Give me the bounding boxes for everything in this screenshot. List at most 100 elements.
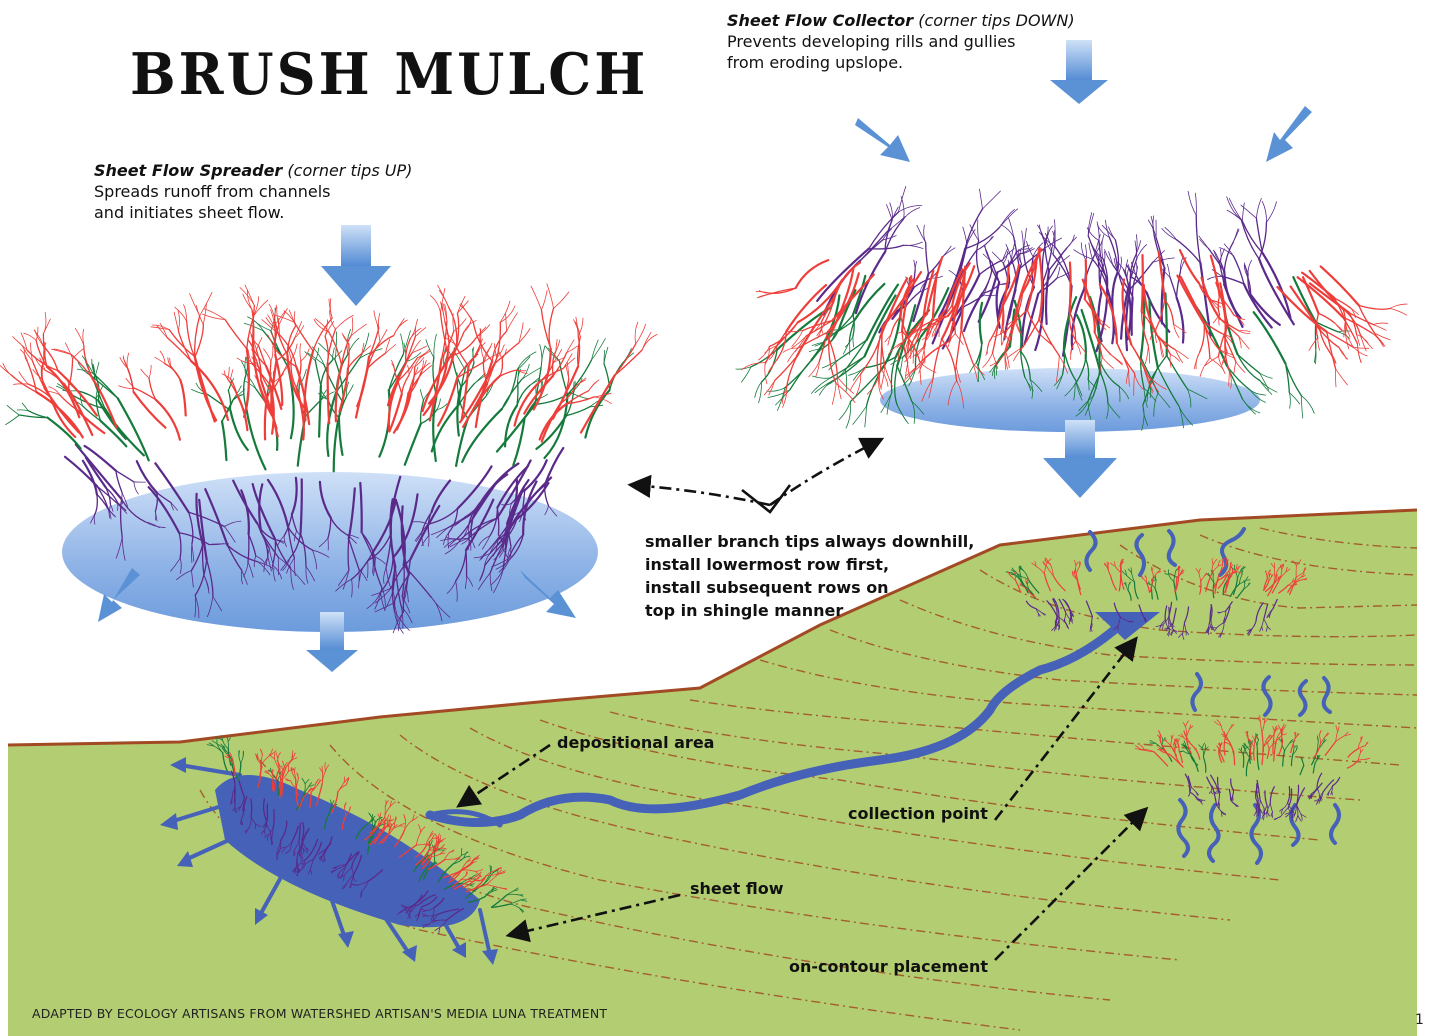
note-line2: install lowermost row first, (645, 553, 974, 576)
branch-stroke (1301, 395, 1303, 418)
branch-stroke (1274, 731, 1275, 740)
branch-stroke (1039, 250, 1042, 320)
branch-stroke (254, 300, 268, 316)
branch-stroke (1196, 352, 1200, 369)
branch-stroke (1373, 325, 1386, 331)
branch-stroke (846, 402, 851, 429)
branch-stroke (1373, 323, 1387, 325)
branch-stroke (1220, 249, 1221, 262)
branch-stroke (178, 331, 191, 361)
branch-stroke (178, 311, 180, 331)
branch-stroke (812, 378, 831, 394)
branch-stroke (65, 457, 97, 487)
branch-stroke (167, 337, 191, 361)
branch-stroke (1057, 267, 1060, 278)
branch-stroke (1336, 369, 1348, 385)
branch-stroke (1254, 747, 1255, 760)
spreader-heading: Sheet Flow Spreader (94, 161, 282, 180)
spreader-caption: Sheet Flow Spreader (corner tips UP) Spr… (94, 160, 412, 223)
branch-stroke (1375, 333, 1386, 346)
branch-stroke (926, 243, 929, 274)
branch-stroke (1188, 191, 1196, 215)
branch-stroke (420, 390, 423, 401)
branch-stroke (853, 368, 864, 381)
branch-stroke (275, 325, 276, 355)
label-on-contour-placement: on-contour placement (789, 956, 988, 977)
branch-stroke (1090, 627, 1091, 632)
branch-stroke (642, 332, 651, 350)
branch-stroke (853, 406, 867, 424)
branch-stroke (1390, 304, 1407, 308)
branch-stroke (1233, 230, 1239, 243)
branch-stroke (1132, 298, 1133, 335)
branch-stroke (1360, 334, 1372, 348)
branch-stroke (1210, 358, 1224, 370)
branch-stroke (1390, 309, 1407, 316)
page-title: BRUSH MULCH (130, 40, 648, 107)
branch-stroke (978, 220, 979, 241)
branch-stroke (348, 539, 349, 570)
branch-stroke (1309, 338, 1318, 351)
branch-stroke (1208, 276, 1222, 279)
branch-stroke (430, 296, 440, 313)
branch-stroke (885, 334, 891, 342)
branch-stroke (839, 402, 850, 420)
branch-stroke (1242, 203, 1244, 221)
branch-stroke (1229, 198, 1241, 219)
branch-stroke (31, 343, 33, 361)
branch-stroke (116, 471, 134, 482)
branch-stroke (330, 299, 332, 318)
branch-stroke (1330, 352, 1336, 363)
branch-stroke (457, 362, 484, 378)
branch-stroke (426, 340, 434, 358)
branch-stroke (1002, 330, 1007, 346)
branch-stroke (1199, 236, 1209, 248)
branch-stroke (933, 339, 942, 379)
branch-stroke (1354, 347, 1369, 348)
branch-stroke (224, 371, 227, 379)
branch-stroke (1001, 225, 1014, 237)
branch-stroke (247, 410, 266, 470)
branch-stroke (765, 363, 767, 384)
branch-stroke (636, 324, 646, 344)
branch-stroke (85, 446, 116, 471)
branch-stroke (230, 370, 232, 379)
branch-stroke (356, 368, 368, 417)
branch-stroke (758, 294, 771, 298)
branch-stroke (764, 380, 775, 394)
branch-stroke (1254, 312, 1286, 363)
branch-stroke (245, 357, 246, 375)
branch-stroke (992, 252, 1003, 263)
spreader-inflow-arrow (321, 225, 391, 306)
branch-stroke (837, 377, 853, 393)
branch-stroke (156, 400, 180, 440)
branch-stroke (983, 191, 1001, 209)
branch-stroke (812, 376, 830, 378)
branch-stroke (434, 334, 437, 357)
branch-stroke (816, 362, 820, 377)
branch-stroke (531, 286, 541, 310)
branch-stroke (642, 334, 657, 350)
branch-stroke (977, 241, 980, 275)
branch-stroke (956, 329, 961, 366)
branch-stroke (1023, 228, 1026, 251)
branch-stroke (851, 370, 881, 401)
branch-stroke (1244, 284, 1272, 328)
branch-stroke (1266, 202, 1276, 223)
branch-stroke (1170, 277, 1177, 297)
branch-stroke (904, 208, 920, 219)
branch-stroke (1194, 352, 1199, 369)
branch-stroke (137, 461, 157, 493)
branch-stroke (1289, 392, 1299, 404)
branch-stroke (203, 314, 226, 319)
branch-stroke (554, 292, 569, 309)
branch-stroke (1259, 259, 1294, 324)
branch-stroke (914, 260, 915, 270)
branch-stroke (1260, 381, 1272, 395)
branch-stroke (119, 386, 135, 389)
branch-stroke (126, 378, 134, 388)
branch-stroke (13, 384, 28, 385)
branch-stroke (190, 294, 200, 316)
branch-stroke (980, 189, 983, 209)
branch-stroke (775, 356, 797, 380)
